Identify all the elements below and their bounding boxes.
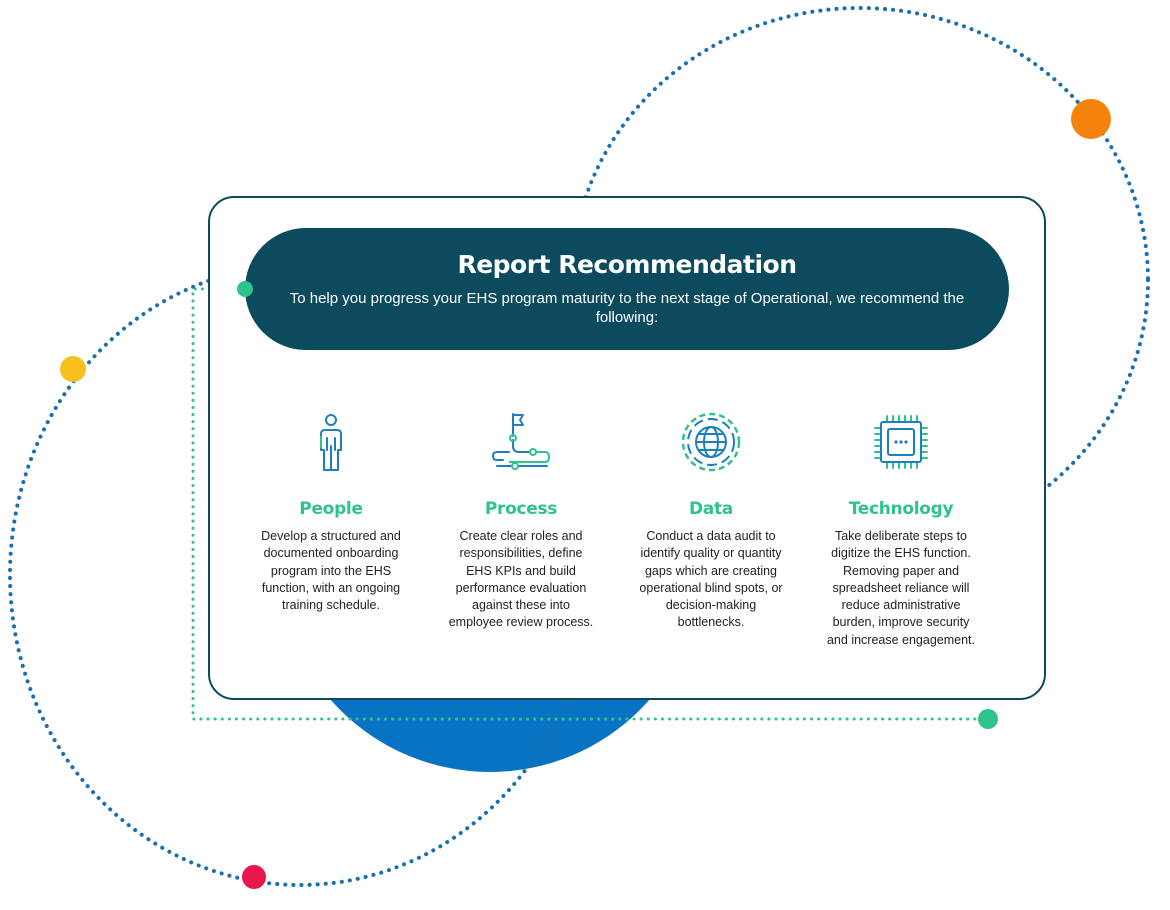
flag-path-icon (492, 413, 551, 470)
green-dotted-connector (191, 287, 990, 721)
data-text: Conduct a data audit to identify quality… (639, 529, 783, 630)
banner-title: Report Recommendation (457, 250, 797, 279)
column-people: People Develop a structured and document… (256, 410, 406, 614)
data-heading: Data (689, 499, 733, 519)
person-icon (320, 414, 342, 471)
people-text: Develop a structured and documented onbo… (261, 529, 401, 613)
globe-icon (681, 412, 741, 472)
dotted-orbit-right (570, 6, 1150, 554)
column-process: Process Create clear roles and responsib… (446, 410, 596, 632)
column-data: Data Conduct a data audit to identify qu… (636, 410, 786, 632)
process-heading: Process (484, 499, 558, 519)
column-technology: Technology Take deliberate steps to digi… (826, 410, 976, 649)
technology-text: Take deliberate steps to digitize the EH… (826, 529, 976, 647)
chip-icon (874, 415, 928, 469)
process-text: Create clear roles and responsibilities,… (448, 529, 594, 630)
report-banner: Report Recommendation To help you progre… (245, 228, 1009, 350)
technology-heading: Technology (848, 499, 954, 519)
people-heading: People (299, 499, 363, 519)
banner-subtitle: To help you progress your EHS program ma… (289, 290, 965, 326)
